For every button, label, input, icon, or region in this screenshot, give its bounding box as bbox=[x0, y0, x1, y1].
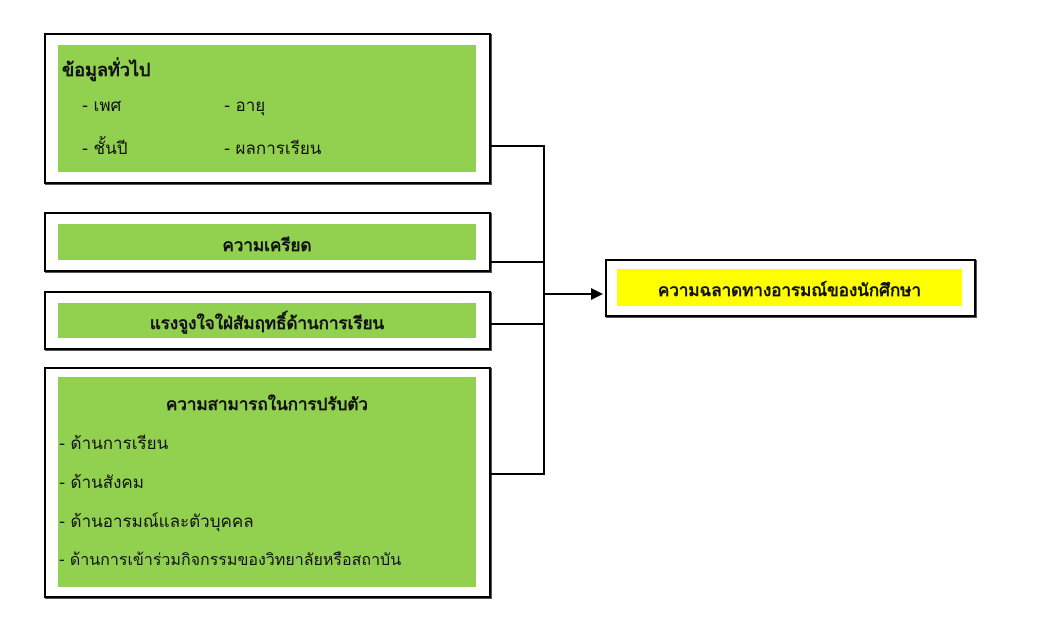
outcome-title: ความฉลาดทางอารมณ์ของนักศึกษา bbox=[657, 281, 922, 301]
adjustment-item-activity: - ด้านการเข้าร่วมกิจกรรมของวิทยาลัยหรือส… bbox=[59, 550, 402, 569]
stress-fill bbox=[58, 224, 476, 260]
motivation-fill bbox=[58, 303, 476, 338]
general-item-grade: - ผลการเรียน bbox=[224, 139, 322, 159]
general-item-year: - ชั้นปี bbox=[82, 139, 128, 159]
connector-vertical bbox=[543, 145, 545, 475]
general-item-gender: - เพศ bbox=[82, 96, 122, 116]
general-info-fill bbox=[58, 45, 476, 172]
connector-stress bbox=[490, 261, 545, 263]
adjustment-item-emotion: - ด้านอารมณ์และตัวบุคคล bbox=[59, 512, 254, 532]
adjustment-title: ความสามารถในการปรับตัว bbox=[166, 395, 368, 415]
general-item-age: - อายุ bbox=[224, 96, 266, 116]
outcome-fill bbox=[617, 269, 962, 306]
general-info-title: ข้อมูลทั่วไป bbox=[62, 60, 151, 81]
connector-motivation bbox=[490, 323, 545, 325]
connector-general bbox=[490, 145, 545, 147]
adjustment-item-social: - ด้านสังคม bbox=[59, 473, 144, 493]
adjustment-fill bbox=[58, 377, 476, 587]
arrow-shaft bbox=[545, 293, 593, 295]
adjustment-item-study: - ด้านการเรียน bbox=[59, 434, 169, 454]
motivation-title: แรงจูงใจใฝ่สัมฤทธิ์ด้านการเรียน bbox=[149, 314, 385, 334]
connector-adjustment bbox=[490, 473, 545, 475]
stress-title: ความเครียด bbox=[222, 236, 312, 256]
